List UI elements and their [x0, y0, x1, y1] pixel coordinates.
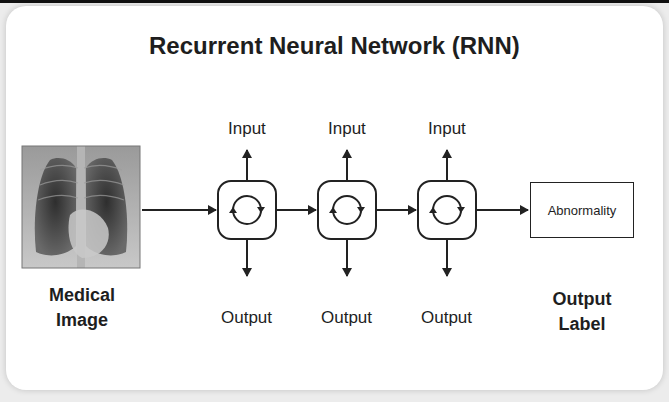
rnn-cells — [218, 181, 476, 239]
box-label: Abnormality — [548, 203, 617, 218]
box-caption: Output Label — [536, 287, 628, 337]
input-label: Input — [328, 117, 366, 141]
input-label: Input — [428, 117, 466, 141]
io-arrows — [247, 150, 447, 276]
xray-image — [22, 146, 140, 268]
output-label: Output — [221, 306, 272, 330]
image-caption: Medical Image — [36, 283, 128, 333]
output-box: Abnormality — [530, 182, 634, 238]
top-rule — [0, 0, 669, 3]
output-label: Output — [321, 306, 372, 330]
diagram-title: Recurrent Neural Network (RNN) — [149, 32, 520, 60]
input-label: Input — [228, 117, 266, 141]
output-label: Output — [421, 306, 472, 330]
